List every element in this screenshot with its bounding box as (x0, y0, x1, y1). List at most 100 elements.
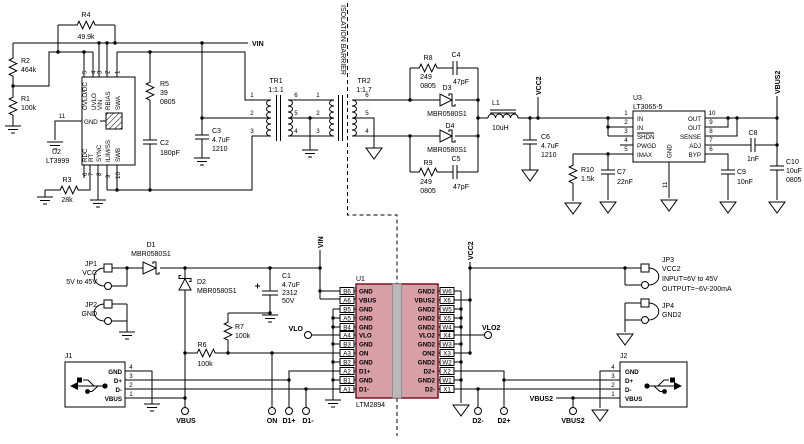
d2-diode (178, 275, 192, 291)
u3-pin-gnd: GND (667, 144, 674, 158)
svg-text:GND: GND (359, 289, 373, 296)
u3-pin-pwgd: PWGD (637, 143, 657, 150)
isolation-barrier: ISOLATION BARRIER (339, 3, 398, 436)
r10-resistor (568, 163, 578, 186)
u3-pin-in2: IN (637, 125, 643, 132)
svg-text:3: 3 (250, 128, 254, 135)
u3-pinnum-8: 8 (709, 128, 713, 135)
c2-val: 180pF (160, 150, 180, 157)
tp-d2p-label: D2+ (497, 418, 510, 425)
jp3-net: VCC2 (662, 266, 681, 273)
r9-val: 249 (420, 179, 432, 186)
r1-ref: R1 (21, 96, 30, 103)
c6-val: 4.7uF (541, 143, 559, 150)
r3-ref: R3 (63, 177, 72, 184)
u2-pinnum-1: 1 (115, 70, 122, 74)
u3-pinnum-3: 3 (624, 128, 628, 135)
c10-capacitor (770, 165, 784, 171)
u3-pin-out2: OUT (688, 125, 701, 132)
svg-text:1: 1 (611, 391, 615, 398)
r9-resistor (417, 167, 440, 177)
u2-gnd-pin-number: 11 (59, 113, 66, 120)
u1-right-pin-flags: W6 X6 W5 X5 W4 X4 W3 X3 W2 X2 W1 X1 (439, 287, 455, 394)
svg-text:A2: A2 (343, 369, 351, 376)
usb-icon-j2 (644, 377, 682, 394)
tr2-transformer (329, 95, 357, 141)
svg-text:3: 3 (316, 128, 320, 135)
j1-ref: J1 (65, 353, 73, 360)
r1-val: 100k (21, 105, 37, 112)
r7-ref: R7 (235, 324, 244, 331)
svg-text:4: 4 (129, 364, 133, 371)
svg-text:VBUS: VBUS (105, 396, 122, 403)
c2-ref: C2 (160, 140, 169, 147)
svg-text:A3: A3 (343, 351, 351, 358)
svg-text:4: 4 (365, 128, 369, 135)
j2-usb-connector: J2 GND D+ D- VBUS 4 3 2 1 (611, 353, 688, 408)
svg-text:B1: B1 (343, 378, 351, 385)
d2-ref: D2 (197, 279, 206, 286)
svg-text:VLO: VLO (359, 333, 372, 340)
svg-text:4: 4 (611, 364, 615, 371)
c10-val: 10uF (786, 168, 802, 175)
svg-text:B4: B4 (343, 325, 351, 332)
svg-text:GND: GND (359, 307, 373, 314)
svg-text:VBUS: VBUS (625, 396, 642, 403)
svg-text:A6: A6 (343, 298, 351, 305)
u3-pin-shdn: SHDN (637, 134, 655, 141)
c1-size: 2312 (282, 290, 298, 297)
tp-vbus-label: VBUS (176, 418, 196, 425)
u2-pinnum-10: 10 (115, 172, 122, 179)
u3-pinnum-2: 2 (624, 119, 628, 126)
j2-ref: J2 (620, 353, 628, 360)
svg-text:ON: ON (359, 351, 369, 358)
u2-pinnum-3: 3 (97, 70, 104, 74)
svg-text:D2+: D2+ (423, 369, 435, 376)
svg-text:3: 3 (611, 373, 615, 380)
svg-text:A5: A5 (343, 316, 351, 323)
c8-capacitor (750, 138, 756, 152)
svg-text:3: 3 (129, 373, 133, 380)
wires-lt3999-section (12, 24, 271, 200)
test-points: VBUS ON D1+ D1- VLO VLO2 D2- D2+ VBUS2 V… (176, 325, 585, 425)
u2-part: LT3999 (46, 158, 69, 165)
wires-usb-input (111, 250, 356, 408)
u3-pinnum-5: 5 (624, 146, 628, 153)
c7-ref: C7 (617, 169, 626, 176)
c4-val: 47pF (453, 79, 469, 86)
svg-text:X6: X6 (443, 298, 451, 305)
jp1-ref: JP1 (85, 261, 97, 268)
d4-ref: D4 (446, 123, 455, 130)
u3-pin-sense: SENSE (680, 134, 701, 141)
tr2-ref: TR2 (357, 78, 370, 85)
u3-pinnum-10: 10 (709, 110, 716, 117)
svg-text:A1: A1 (343, 387, 351, 394)
u3-pinnum-11: 11 (662, 181, 669, 188)
tp-vbus2-label: VBUS2 (561, 418, 584, 425)
jp3-note-input: INPUT=6V to 45V (662, 276, 718, 283)
r7-resistor (223, 320, 233, 343)
u2-gnd-pin-name: GND (84, 119, 98, 126)
jp4-jumper: JP4 GND2 (640, 298, 682, 324)
svg-text:W3: W3 (442, 342, 452, 349)
l1-ref: L1 (492, 100, 500, 107)
u2-pin-rdc: RDC (82, 148, 89, 162)
u3-pinnum-7: 7 (709, 137, 713, 144)
l1-inductor (487, 109, 519, 119)
svg-text:D-: D- (115, 387, 122, 394)
r9-size: 0805 (420, 188, 436, 195)
u3-pin-out1: OUT (688, 116, 701, 123)
svg-text:W5: W5 (442, 307, 452, 314)
wires-rectifier-ldo (409, 67, 778, 201)
svg-text:D2-: D2- (425, 387, 435, 394)
u3-pinnum-1: 1 (624, 110, 628, 117)
svg-text:D1+: D1+ (359, 369, 371, 376)
tp-d1p-label: D1+ (282, 418, 295, 425)
d1-part: MBR0580S1 (131, 251, 171, 258)
c10-ref: C10 (786, 159, 799, 166)
svg-text:GND2: GND2 (418, 342, 436, 349)
r5-val: 39 (160, 90, 168, 97)
